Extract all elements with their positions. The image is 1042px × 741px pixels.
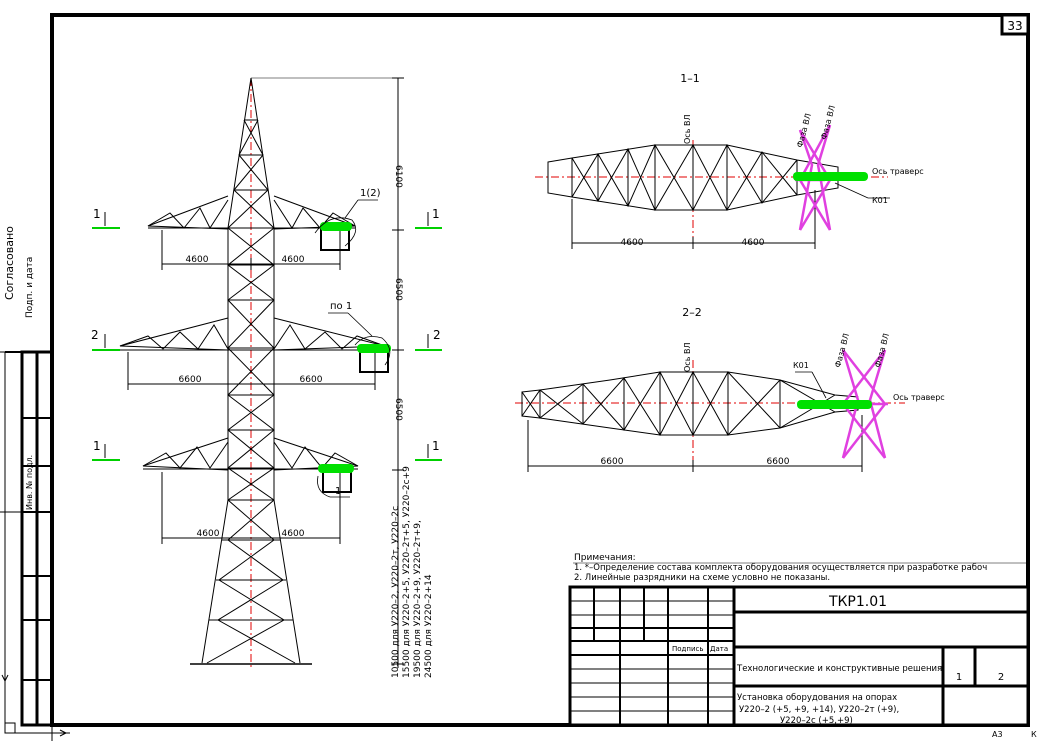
title-block-stage: 1 xyxy=(956,672,962,683)
ucs-icon xyxy=(1,674,70,737)
notes-line-2: 2. Линейные разрядники на схеме условно … xyxy=(574,573,830,583)
dim-height-mid1: 6500 xyxy=(393,278,403,301)
section-1-traverse: Ось траверс xyxy=(872,167,924,176)
title-block xyxy=(568,585,1030,727)
heights-block-4: 24500 для У220–2+14 xyxy=(424,574,434,678)
section-mark-top-right: 1 xyxy=(432,207,440,221)
dim-top-right: 4600 xyxy=(282,255,305,265)
section-2-k: К01 xyxy=(793,361,809,370)
section-2-axis: Ось ВЛ xyxy=(683,343,692,372)
section-mark-top-left: 1 xyxy=(93,207,101,221)
title-block-drawing-2: У220–2 (+5, +9, +14), У220–2т (+9), xyxy=(739,705,899,715)
page-number-box xyxy=(1000,13,1030,36)
section-1-traverse-label: Ось траверс xyxy=(872,167,924,176)
section-1-axis: Ось ВЛ xyxy=(683,115,692,144)
dim-mid-right: 6600 xyxy=(300,375,323,385)
sheet-format: A3 xyxy=(992,730,1003,739)
stamp-agreed: Согласовано xyxy=(3,226,16,300)
title-block-header-signature: Подпись xyxy=(672,645,704,653)
page-number: 33 xyxy=(1007,19,1022,33)
section-2-drawing xyxy=(515,360,905,472)
heights-block-1: 10500 для У220–2, У220–2т, У220–2с xyxy=(391,506,401,678)
section-mark-mid-left: 2 xyxy=(91,328,99,342)
tower-equipment xyxy=(314,199,391,498)
section-2-traverse: Ось траверс xyxy=(893,393,945,402)
stamp-inv-sub: Инв. № подл. xyxy=(25,455,34,510)
callout-3: 1 xyxy=(335,486,341,497)
dim-bot-left: 4600 xyxy=(197,529,220,539)
section-1-dim-right: 4600 xyxy=(742,238,765,248)
stamp-signature: Подп. и дата xyxy=(25,257,35,318)
title-block-code: ТКР1.01 xyxy=(828,594,887,610)
dim-bot-right: 4600 xyxy=(282,529,305,539)
dim-top-left: 4600 xyxy=(186,255,209,265)
section-2-arrester xyxy=(797,400,872,409)
heights-block-2: 15500 для У220–2+5, У220–2т+5, У220–2с+9 xyxy=(402,466,412,678)
section-1-dim-left: 4600 xyxy=(621,238,644,248)
title-block-project: Технологические и конструктивные решения xyxy=(736,664,942,674)
notes-heading: Примечания: xyxy=(574,553,636,563)
section-2-dim-right: 6600 xyxy=(767,457,790,467)
callout-2: по 1 xyxy=(330,301,352,312)
dim-mid-left: 6600 xyxy=(179,375,202,385)
section-2-phases xyxy=(840,349,888,459)
section-1-phases xyxy=(795,124,832,231)
dim-height-top: 6100 xyxy=(393,165,403,188)
section-mark-mid-right: 2 xyxy=(433,328,441,342)
section-1-k: К01 xyxy=(872,196,888,205)
notes-line-1: 1. *–Определение состава комплекта обору… xyxy=(574,563,987,573)
section-1-title: 1–1 xyxy=(680,72,700,85)
title-block-header-date: Дата xyxy=(710,645,728,653)
side-stamp xyxy=(0,350,54,727)
callout-1: 1(2) xyxy=(360,188,381,199)
tower-elevation xyxy=(119,77,404,668)
section-2-dim-left: 6600 xyxy=(601,457,624,467)
dim-height-mid2: 6500 xyxy=(393,398,403,421)
section-2-title: 2–2 xyxy=(682,306,702,319)
title-block-drawing-1: Установка оборудования на опорах xyxy=(737,693,897,703)
section-1-arrester xyxy=(793,172,868,181)
title-block-sheets: 2 xyxy=(998,672,1004,683)
heights-block-3: 19500 для У220–2+9, У220–2т+9, xyxy=(413,520,423,678)
section-marks xyxy=(92,212,442,461)
sheet-format-suffix: К xyxy=(1031,730,1037,739)
section-mark-bot-left: 1 xyxy=(93,439,101,453)
section-mark-bot-right: 1 xyxy=(432,439,440,453)
title-block-drawing-3: У220–2с (+5,+9) xyxy=(780,716,853,726)
